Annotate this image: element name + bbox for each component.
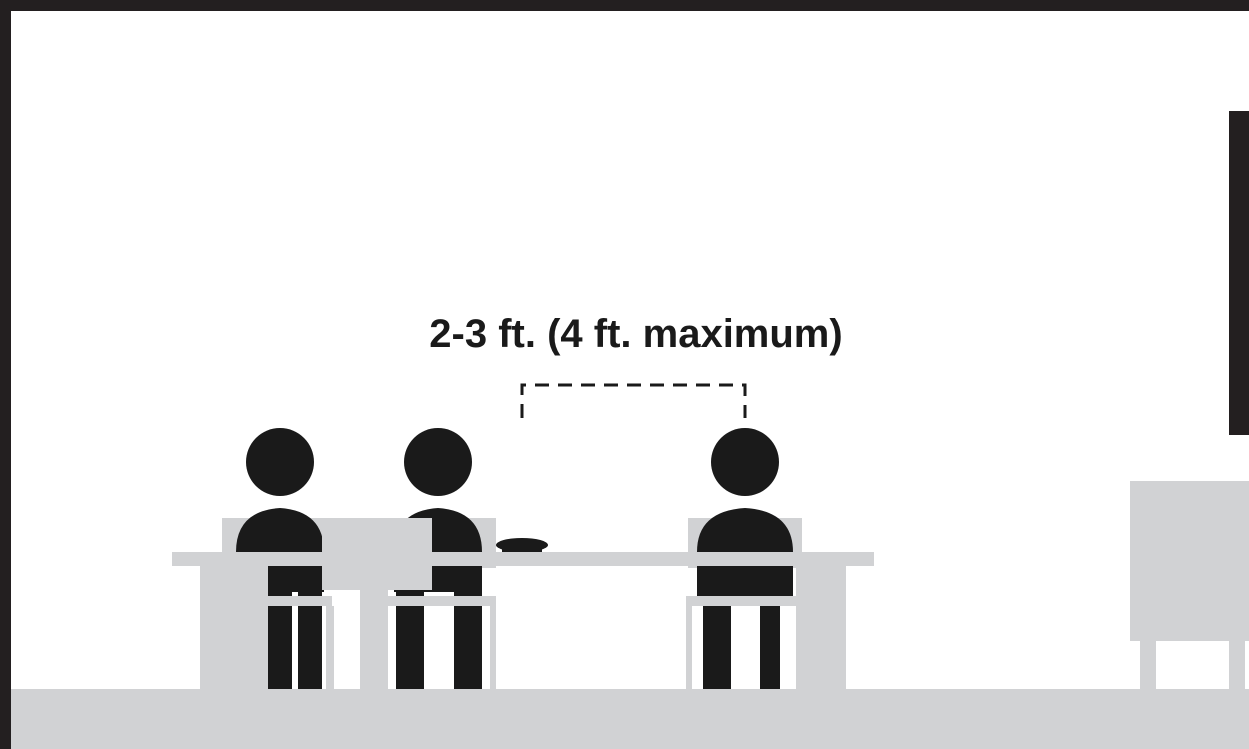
cabinet-icon: [1130, 481, 1249, 689]
distance-label: 2-3 ft. (4 ft. maximum): [429, 312, 842, 356]
display-screen-icon: [1229, 111, 1249, 435]
phone-icon: [496, 538, 548, 552]
distance-bracket: [522, 385, 745, 418]
chair-legs-left: [326, 606, 334, 689]
floor: [10, 689, 1249, 749]
